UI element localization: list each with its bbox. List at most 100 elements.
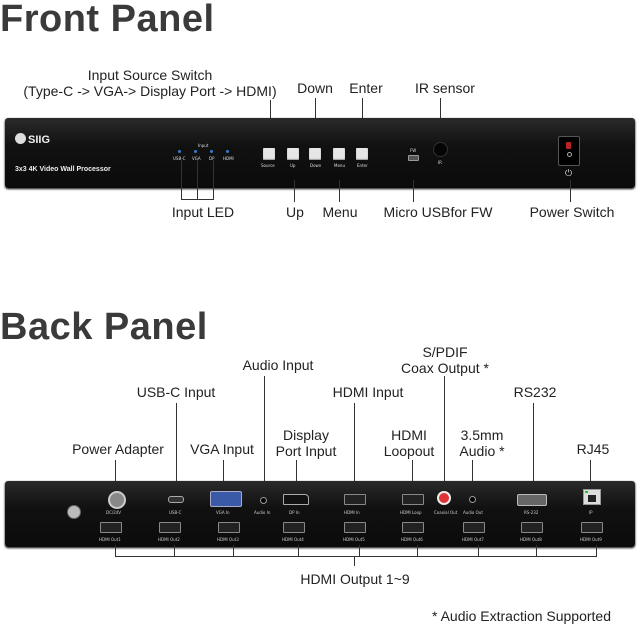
- vga-label: VGA In: [216, 510, 230, 515]
- power-switch[interactable]: [558, 136, 580, 166]
- label-power-adapter: Power Adapter: [72, 441, 164, 457]
- led-hdmi: [226, 150, 229, 153]
- up-button[interactable]: [287, 148, 299, 160]
- hdmi-out-label: HDMI Out3: [217, 537, 239, 542]
- ip-label: IP: [589, 510, 593, 515]
- btn-label-down: Down: [310, 163, 322, 168]
- label-power-switch: Power Switch: [529, 204, 615, 220]
- micro-usb-port[interactable]: [408, 155, 419, 161]
- leader-audio-in: [264, 376, 265, 482]
- label-rj45: RJ45: [576, 441, 610, 457]
- enter-button[interactable]: [356, 148, 368, 160]
- source-button[interactable]: [263, 148, 275, 160]
- label-dp-input-line1: Display: [283, 427, 329, 443]
- hdmi-in-port[interactable]: [344, 494, 366, 505]
- leader-audio-out: [472, 460, 473, 482]
- hdmi-out-port[interactable]: [159, 522, 181, 533]
- bracket-tick: [359, 545, 360, 557]
- hdmi-out-label: HDMI Out7: [462, 537, 484, 542]
- label-down: Down: [297, 80, 333, 96]
- led-usbc: [178, 150, 181, 153]
- hdmi-out-port[interactable]: [581, 522, 603, 533]
- label-vga-input: VGA Input: [190, 441, 254, 457]
- hdmi-out-port[interactable]: [218, 522, 240, 533]
- leader-up: [294, 180, 295, 202]
- label-up: Up: [286, 204, 304, 220]
- leader-led2: [197, 160, 198, 200]
- dc-label: DC/24V: [106, 510, 122, 515]
- leader-led-bar: [181, 199, 214, 200]
- label-hdmi-loopout: HDMI Loopout: [372, 427, 446, 459]
- hdmi-out-port[interactable]: [344, 522, 366, 533]
- label-dp-input: Display Port Input: [268, 427, 344, 459]
- rs232-label: RS-232: [524, 510, 539, 515]
- leader-hdmi-in: [354, 403, 355, 483]
- leader-usbc: [176, 403, 177, 483]
- rs232-port[interactable]: [517, 494, 547, 506]
- label-spdif-line2: Coax Output *: [401, 360, 489, 376]
- bracket-tick: [536, 545, 537, 557]
- leader-loop: [412, 460, 413, 482]
- leader-down: [315, 98, 316, 118]
- label-dp-input-line2: Port Input: [275, 443, 337, 459]
- leader-led3: [213, 160, 214, 200]
- audio-out-jack[interactable]: [469, 496, 476, 503]
- hdmi-out-port[interactable]: [521, 522, 543, 533]
- hdmi-out-port[interactable]: [100, 522, 122, 533]
- bracket-tick: [233, 545, 234, 557]
- ir-label: IR: [438, 160, 442, 165]
- bracket-tick: [174, 545, 175, 557]
- label-hdmi-loopout-line2: Loopout: [383, 443, 435, 459]
- usbc-port[interactable]: [168, 496, 184, 503]
- device-name: 3x3 4K Video Wall Processor: [15, 166, 111, 173]
- hdmi-out-port[interactable]: [463, 522, 485, 533]
- menu-button[interactable]: [333, 148, 345, 160]
- leader-dp: [296, 460, 297, 482]
- leader-led1: [181, 160, 182, 200]
- label-hdmi-loopout-line1: HDMI: [391, 427, 427, 443]
- bracket-tick: [298, 545, 299, 557]
- dp-port[interactable]: [283, 494, 309, 505]
- leader-power: [570, 180, 571, 202]
- hdmi-out-label: HDMI Out1: [99, 537, 121, 542]
- leader-enter: [362, 98, 363, 118]
- front-device: SIIG 3x3 4K Video Wall Processor Input U…: [5, 118, 635, 188]
- rj45-port[interactable]: [583, 489, 601, 505]
- label-spdif: S/PDIF Coax Output *: [380, 344, 510, 376]
- vga-port[interactable]: [210, 491, 242, 507]
- ground-screw-icon: [67, 505, 81, 519]
- hdmi-out-port[interactable]: [402, 522, 424, 533]
- dp-label: DP In: [289, 510, 300, 515]
- hdmi-loop-port[interactable]: [402, 494, 424, 505]
- led-label-vga: VGA: [192, 156, 201, 161]
- hdmi-out-port[interactable]: [283, 522, 305, 533]
- bracket-tick: [478, 545, 479, 557]
- label-input-source-switch: Input Source Switch (Type-C -> VGA-> Dis…: [10, 67, 290, 99]
- led-label-dp: DP: [209, 156, 215, 161]
- leader-rs232: [533, 403, 534, 483]
- power-icon: ⏻: [565, 168, 573, 178]
- label-hdmi-output: HDMI Output 1~9: [300, 571, 410, 587]
- dc-jack[interactable]: [108, 491, 126, 509]
- btn-label-enter: Enter: [357, 163, 368, 168]
- leader-rj45: [590, 460, 591, 482]
- leader-source: [270, 100, 271, 118]
- audio-in-label: Audio In: [254, 510, 271, 515]
- usbc-label: USB-C: [169, 510, 182, 515]
- audio-out-label: Audio Out: [463, 510, 483, 515]
- coaxial-out-label: Coaxial Out: [434, 510, 458, 515]
- leader-usb: [413, 180, 414, 202]
- label-audio-input: Audio Input: [242, 357, 314, 373]
- hdmi-out-label: HDMI Out6: [401, 537, 423, 542]
- bracket-tick: [115, 545, 116, 557]
- audio-in-jack[interactable]: [260, 497, 267, 504]
- label-spdif-line1: S/PDIF: [422, 344, 468, 360]
- leader-spdif: [444, 376, 445, 482]
- label-usbc-input: USB-C Input: [136, 384, 216, 400]
- label-micro-usb: Micro USBfor FW: [383, 204, 493, 220]
- btn-label-menu: Menu: [334, 163, 345, 168]
- coaxial-out-jack[interactable]: [437, 491, 451, 505]
- label-audio35: 3.5mm Audio *: [448, 427, 516, 459]
- label-input-led: Input LED: [171, 204, 235, 220]
- down-button[interactable]: [309, 148, 321, 160]
